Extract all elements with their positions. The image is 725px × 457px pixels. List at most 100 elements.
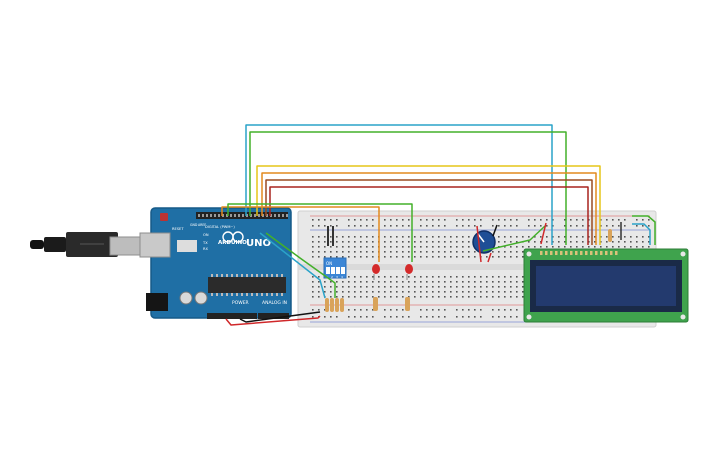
breadboard-hole bbox=[588, 225, 590, 227]
breadboard-hole bbox=[498, 276, 500, 278]
wire-orange-lcd[interactable] bbox=[261, 172, 597, 245]
wire-green-switch[interactable] bbox=[265, 232, 336, 298]
breadboard-hole bbox=[402, 316, 404, 318]
wire-blue-switch[interactable] bbox=[259, 232, 326, 299]
breadboard-hole bbox=[504, 281, 506, 283]
wire-lcd-red[interactable] bbox=[540, 222, 547, 245]
wire-orange-led[interactable] bbox=[221, 206, 380, 262]
breadboard-hole bbox=[432, 286, 434, 288]
breadboard-hole bbox=[336, 251, 338, 253]
wire-lcd-blue-right[interactable] bbox=[632, 223, 651, 245]
breadboard-hole bbox=[318, 225, 320, 227]
breadboard-hole bbox=[318, 251, 320, 253]
breadboard-hole bbox=[348, 281, 350, 283]
breadboard-hole bbox=[522, 291, 524, 293]
lcd-pin bbox=[580, 251, 583, 255]
breadboard-hole bbox=[546, 236, 548, 238]
chip-leg bbox=[226, 274, 228, 277]
breadboard-hole bbox=[336, 241, 338, 243]
breadboard-hole bbox=[474, 286, 476, 288]
lcd-backlight-resistor[interactable] bbox=[608, 229, 612, 242]
wire-green-led[interactable] bbox=[227, 203, 413, 262]
breadboard-hole bbox=[552, 225, 554, 227]
usb-cable[interactable] bbox=[30, 232, 147, 257]
rx-label: RX bbox=[203, 247, 208, 251]
lcd-display[interactable] bbox=[523, 248, 689, 323]
wire-red-power[interactable] bbox=[225, 315, 321, 326]
breadboard-hole bbox=[510, 286, 512, 288]
wire-green-lcd[interactable] bbox=[249, 131, 567, 245]
breadboard-hole bbox=[492, 281, 494, 283]
breadboard-hole bbox=[420, 276, 422, 278]
dip-toggle-1[interactable] bbox=[326, 267, 330, 274]
wire-pot-red[interactable] bbox=[476, 225, 482, 263]
lcd-pin bbox=[545, 251, 548, 255]
breadboard-hole bbox=[432, 316, 434, 318]
breadboard-hole bbox=[468, 296, 470, 298]
dip-toggle-2[interactable] bbox=[331, 267, 335, 274]
led-1[interactable] bbox=[372, 264, 380, 311]
breadboard-hole bbox=[432, 281, 434, 283]
digital-pin bbox=[234, 214, 236, 217]
breadboard-hole bbox=[468, 281, 470, 283]
breadboard-hole bbox=[474, 225, 476, 227]
wire-pot-black[interactable] bbox=[492, 224, 498, 237]
breadboard-hole bbox=[564, 241, 566, 243]
digital-pin bbox=[210, 214, 212, 217]
arduino-board[interactable]: ARDUINO UNO POWER ANALOG IN DIGITAL (PWM… bbox=[139, 207, 292, 319]
breadboard-hole bbox=[330, 286, 332, 288]
wire-lcd-green-right[interactable] bbox=[632, 215, 656, 245]
digital-pin bbox=[266, 214, 268, 217]
breadboard-hole bbox=[324, 246, 326, 248]
capacitor-small[interactable] bbox=[327, 226, 334, 246]
breadboard-hole bbox=[648, 219, 650, 221]
breadboard-hole bbox=[438, 276, 440, 278]
wire-brown-lcd[interactable] bbox=[265, 179, 593, 245]
breadboard-hole bbox=[642, 246, 644, 248]
breadboard-hole bbox=[516, 286, 518, 288]
wire-yellow-lcd[interactable] bbox=[256, 165, 601, 245]
breadboard-hole bbox=[354, 276, 356, 278]
breadboard-hole bbox=[396, 276, 398, 278]
led-2[interactable] bbox=[405, 264, 413, 311]
usb-chip bbox=[177, 240, 197, 252]
breadboard-hole bbox=[384, 286, 386, 288]
digital-pin bbox=[238, 214, 240, 217]
breadboard-hole bbox=[408, 219, 410, 221]
dip-switch[interactable]: ON 1 2 3 4 bbox=[323, 257, 347, 279]
wire-blue-lcd[interactable] bbox=[245, 124, 553, 245]
breadboard-hole bbox=[450, 291, 452, 293]
wire-pot-red-2[interactable] bbox=[487, 252, 492, 263]
reset-button[interactable] bbox=[160, 213, 168, 221]
breadboard-hole bbox=[318, 276, 320, 278]
breadboard-hole bbox=[474, 256, 476, 258]
dip-toggle-4[interactable] bbox=[341, 267, 345, 274]
wire-black-ground[interactable] bbox=[239, 311, 321, 323]
dip-toggle-3[interactable] bbox=[336, 267, 340, 274]
breadboard-hole bbox=[570, 246, 572, 248]
breadboard-hole bbox=[408, 251, 410, 253]
breadboard-hole bbox=[576, 241, 578, 243]
pulldown-resistors[interactable] bbox=[325, 298, 344, 312]
breadboard-hole bbox=[366, 309, 368, 311]
digital-pin bbox=[286, 214, 288, 217]
dip-switch-on-label: ON bbox=[326, 261, 332, 266]
breadboard-hole bbox=[330, 291, 332, 293]
wire-darkred-lcd[interactable] bbox=[269, 186, 589, 245]
breadboard-hole bbox=[504, 316, 506, 318]
breadboard-hole bbox=[432, 219, 434, 221]
breadboard-hole bbox=[378, 296, 380, 298]
breadboard-hole bbox=[648, 241, 650, 243]
breadboard-hole bbox=[408, 276, 410, 278]
chip-leg bbox=[276, 293, 278, 296]
breadboard-hole bbox=[468, 225, 470, 227]
led-1-resistor bbox=[373, 297, 378, 311]
breadboard-hole bbox=[420, 241, 422, 243]
breadboard-hole bbox=[504, 296, 506, 298]
breadboard-hole bbox=[480, 286, 482, 288]
chip-leg bbox=[256, 293, 258, 296]
wire-pot-green[interactable] bbox=[482, 225, 546, 252]
breadboard-hole bbox=[378, 291, 380, 293]
breadboard-hole bbox=[564, 225, 566, 227]
breadboard-hole bbox=[498, 309, 500, 311]
